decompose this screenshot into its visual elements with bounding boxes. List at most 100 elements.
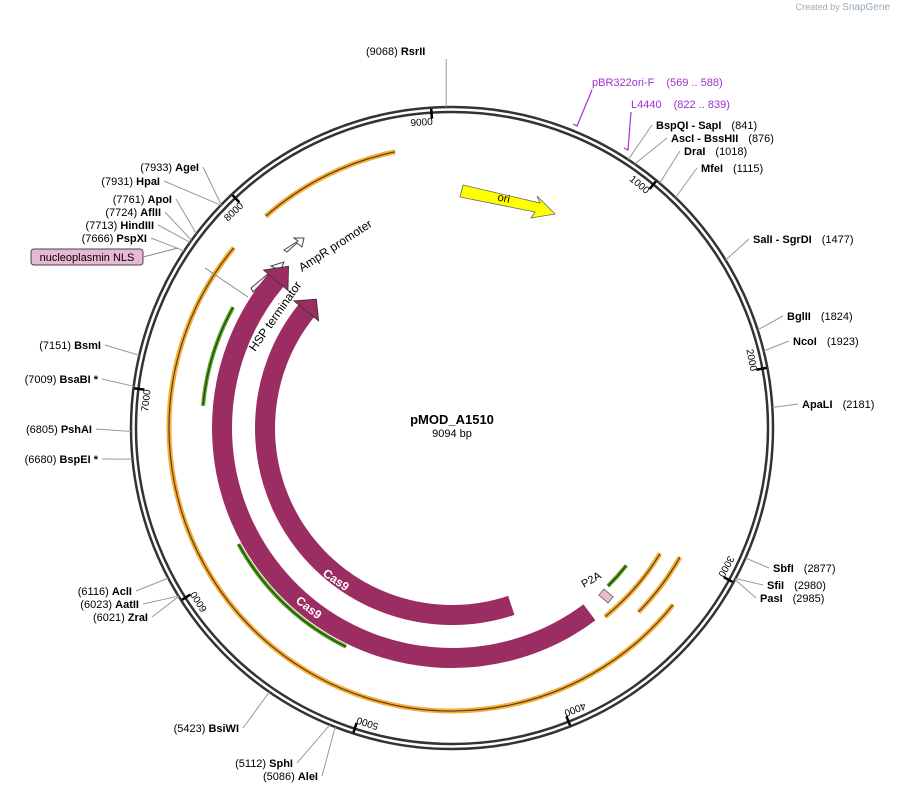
site-leader — [659, 150, 681, 184]
site-leader — [151, 596, 180, 618]
site-sfii[interactable]: SfiI(2980) — [735, 578, 826, 592]
site-text: SalI - SgrDI(1477) — [753, 234, 854, 246]
site-leader — [157, 224, 191, 243]
plasmid-length: 9094 bp — [432, 428, 472, 440]
site-leader — [135, 577, 169, 592]
site-acli[interactable]: (6116) AclI — [78, 577, 169, 598]
site-text: (6805) PshAI — [26, 424, 92, 436]
primer-leader — [572, 89, 593, 127]
site-hpai[interactable]: (7931) HpaI — [101, 176, 222, 206]
site-apali[interactable]: ApaLI(2181) — [772, 399, 874, 411]
p2a-feature[interactable] — [598, 588, 614, 604]
tick-1000 — [648, 180, 657, 190]
site-agei[interactable]: (7933) AgeI — [140, 162, 222, 206]
plasmid-name: pMOD_A1510 — [410, 412, 494, 427]
watermark-brand: SnapGene — [842, 2, 890, 13]
site-text: SfiI(2980) — [767, 580, 826, 592]
tick-label-6000: 6000 — [188, 589, 209, 614]
tick-9000 — [429, 108, 434, 119]
site-pspxi[interactable]: (7666) PspXI — [82, 233, 185, 252]
primer-l4440[interactable]: L4440(822 .. 839) — [623, 99, 730, 151]
primer-text: pBR322ori-F(569 .. 588) — [592, 77, 723, 89]
site-drai[interactable]: DraI(1018) — [659, 146, 748, 184]
site-asci[interactable]: AscI - BssHII(876) — [634, 133, 774, 165]
orange-arc-top[interactable] — [264, 149, 396, 219]
site-bspqi[interactable]: BspQI - SapI(841) — [627, 120, 757, 160]
orange-arc-right-1[interactable] — [636, 555, 683, 614]
site-text: (6116) AclI — [78, 586, 132, 598]
site-sali[interactable]: SalI - SgrDI(1477) — [725, 234, 854, 261]
site-bspei[interactable]: (6680) BspEI * — [25, 454, 133, 466]
tick-8000 — [231, 194, 241, 204]
site-aatii[interactable]: (6023) AatII — [80, 595, 179, 611]
orange-arc-right-2[interactable] — [603, 552, 663, 619]
site-bsmi[interactable]: (7151) BsmI — [39, 340, 140, 356]
site-leader — [296, 724, 331, 764]
site-sbfi[interactable]: SbfI(2877) — [745, 557, 836, 575]
site-mfei[interactable]: MfeI(1115) — [675, 163, 764, 198]
site-leader — [745, 557, 770, 569]
site-text: (6680) BspEI * — [25, 454, 99, 466]
site-text: (7761) ApoI — [113, 194, 172, 206]
site-bglii[interactable]: BglII(1824) — [757, 311, 853, 331]
green-arc-left-core — [202, 306, 234, 406]
site-text: (7724) AflII — [105, 207, 161, 219]
cas9-outer-arc[interactable] — [212, 273, 596, 668]
cas9-inner-head — [292, 298, 320, 322]
site-text: (6023) AatII — [80, 599, 139, 611]
watermark-prefix: Created by — [795, 2, 840, 12]
site-rsrii[interactable]: (9068) RsrII — [366, 46, 447, 108]
site-leader — [101, 378, 134, 387]
site-pasi[interactable]: PasI(2985) — [734, 579, 824, 605]
site-leader — [725, 238, 750, 261]
ori-arrow[interactable] — [459, 184, 556, 219]
site-text: NcoI(1923) — [793, 336, 859, 348]
site-text: (7933) AgeI — [140, 162, 199, 174]
green-arc-bottom-core — [237, 543, 347, 648]
site-leader — [321, 726, 336, 777]
cas9-inner-arc[interactable] — [255, 304, 515, 625]
site-text: SbfI(2877) — [773, 563, 836, 575]
backbone-outer — [129, 105, 775, 751]
site-sphi[interactable]: (5112) SphI — [235, 724, 331, 770]
tick-label-1000: 1000 — [627, 174, 651, 197]
primer-pbr322orif[interactable]: pBR322ori-F(569 .. 588) — [572, 77, 723, 127]
orange-arc-bottom-core — [168, 247, 674, 712]
tick-5000 — [352, 722, 358, 733]
tick-3000 — [723, 576, 734, 584]
site-text: BglII(1824) — [787, 311, 853, 323]
site-text: MfeI(1115) — [701, 163, 763, 175]
site-leader — [757, 315, 784, 331]
snapgene-watermark: Created by SnapGene — [796, 2, 890, 13]
site-pshai[interactable]: (6805) PshAI — [26, 424, 132, 436]
site-text: PasI(2985) — [760, 593, 824, 605]
site-hindiii[interactable]: (7713) HindIII — [86, 220, 191, 243]
site-text: (5112) SphI — [235, 758, 293, 770]
site-ncoi[interactable]: NcoI(1923) — [763, 336, 859, 352]
site-leader — [150, 237, 185, 252]
site-leader — [163, 180, 222, 206]
nls-leader — [142, 247, 179, 258]
site-text: (5086) AleI — [263, 771, 318, 783]
site-apoi[interactable]: (7761) ApoI — [113, 194, 197, 235]
orange-arc-top-core — [265, 151, 396, 217]
site-bsiwi[interactable]: (5423) BsiWI — [174, 691, 270, 735]
site-leader — [763, 340, 790, 352]
site-text: (7151) BsmI — [39, 340, 101, 352]
nls-leader-2 — [204, 267, 249, 298]
site-text: (5423) BsiWI — [174, 723, 239, 735]
site-leader — [634, 137, 668, 165]
tick-label-7000: 7000 — [140, 388, 154, 412]
ampr-promoter-arrow[interactable] — [283, 237, 305, 253]
site-text: (7009) BsaBI * — [25, 374, 99, 386]
backbone-inner — [134, 110, 770, 746]
site-zrai[interactable]: (6021) ZraI — [93, 596, 180, 624]
site-text: BspQI - SapI(841) — [656, 120, 757, 132]
site-leader — [202, 166, 222, 206]
site-bsabi[interactable]: (7009) BsaBI * — [25, 374, 134, 387]
site-alei[interactable]: (5086) AleI — [263, 726, 336, 783]
tick-6000 — [181, 593, 192, 601]
site-aflii[interactable]: (7724) AflII — [105, 207, 192, 241]
